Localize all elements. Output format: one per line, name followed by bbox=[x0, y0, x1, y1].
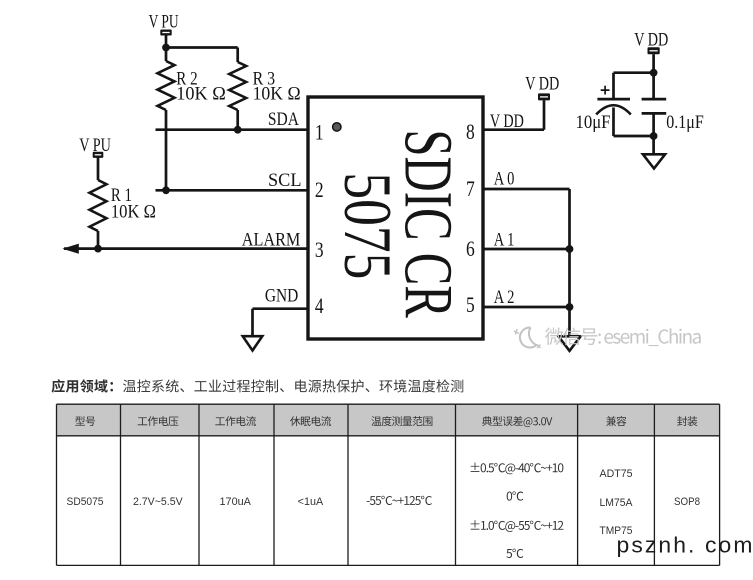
svg-text:1: 1 bbox=[315, 121, 324, 145]
svg-text:2.7V~5.5V: 2.7V~5.5V bbox=[133, 496, 183, 508]
svg-text:5: 5 bbox=[466, 293, 475, 317]
svg-text:<1uA: <1uA bbox=[298, 496, 324, 508]
svg-text:V DD: V DD bbox=[634, 29, 668, 50]
svg-text:R 1: R 1 bbox=[111, 184, 132, 205]
svg-text:ADT75: ADT75 bbox=[600, 468, 633, 480]
svg-text:SOP8: SOP8 bbox=[674, 496, 700, 508]
svg-text:SCL: SCL bbox=[268, 169, 302, 190]
svg-text:10K Ω: 10K Ω bbox=[176, 83, 226, 104]
svg-text:0.1μF: 0.1μF bbox=[666, 111, 704, 132]
svg-text:V PU: V PU bbox=[79, 134, 111, 155]
svg-text:R 2: R 2 bbox=[176, 68, 197, 89]
svg-text:170uA: 170uA bbox=[220, 496, 252, 508]
svg-text:V DD: V DD bbox=[490, 110, 524, 131]
svg-text:SDIC CR: SDIC CR bbox=[391, 129, 468, 318]
svg-text:10K Ω: 10K Ω bbox=[253, 83, 301, 104]
svg-text:R 3: R 3 bbox=[253, 68, 276, 89]
svg-text:V PU: V PU bbox=[149, 11, 179, 32]
svg-text:7: 7 bbox=[466, 177, 475, 201]
svg-text:8: 8 bbox=[466, 120, 475, 144]
svg-text:4: 4 bbox=[315, 294, 324, 318]
svg-text:LM75A: LM75A bbox=[600, 497, 634, 509]
svg-text:SD5075: SD5075 bbox=[67, 496, 104, 508]
svg-text:6: 6 bbox=[466, 237, 475, 261]
svg-text:V DD: V DD bbox=[525, 73, 559, 94]
svg-text:5075: 5075 bbox=[330, 172, 404, 279]
svg-text:2: 2 bbox=[315, 178, 324, 202]
svg-text:10μF: 10μF bbox=[576, 111, 611, 132]
svg-text:A 2: A 2 bbox=[494, 286, 515, 307]
svg-text:ALARM: ALARM bbox=[242, 229, 301, 250]
svg-text:10K Ω: 10K Ω bbox=[111, 201, 156, 222]
svg-text:A 0: A 0 bbox=[494, 168, 515, 189]
svg-text:3: 3 bbox=[315, 238, 324, 262]
svg-text:psznh. com: psznh. com bbox=[617, 533, 753, 558]
svg-text:SDA: SDA bbox=[268, 108, 300, 129]
svg-text:A 1: A 1 bbox=[494, 229, 515, 250]
svg-text:TMP75: TMP75 bbox=[600, 525, 633, 537]
svg-text:GND: GND bbox=[265, 285, 298, 306]
